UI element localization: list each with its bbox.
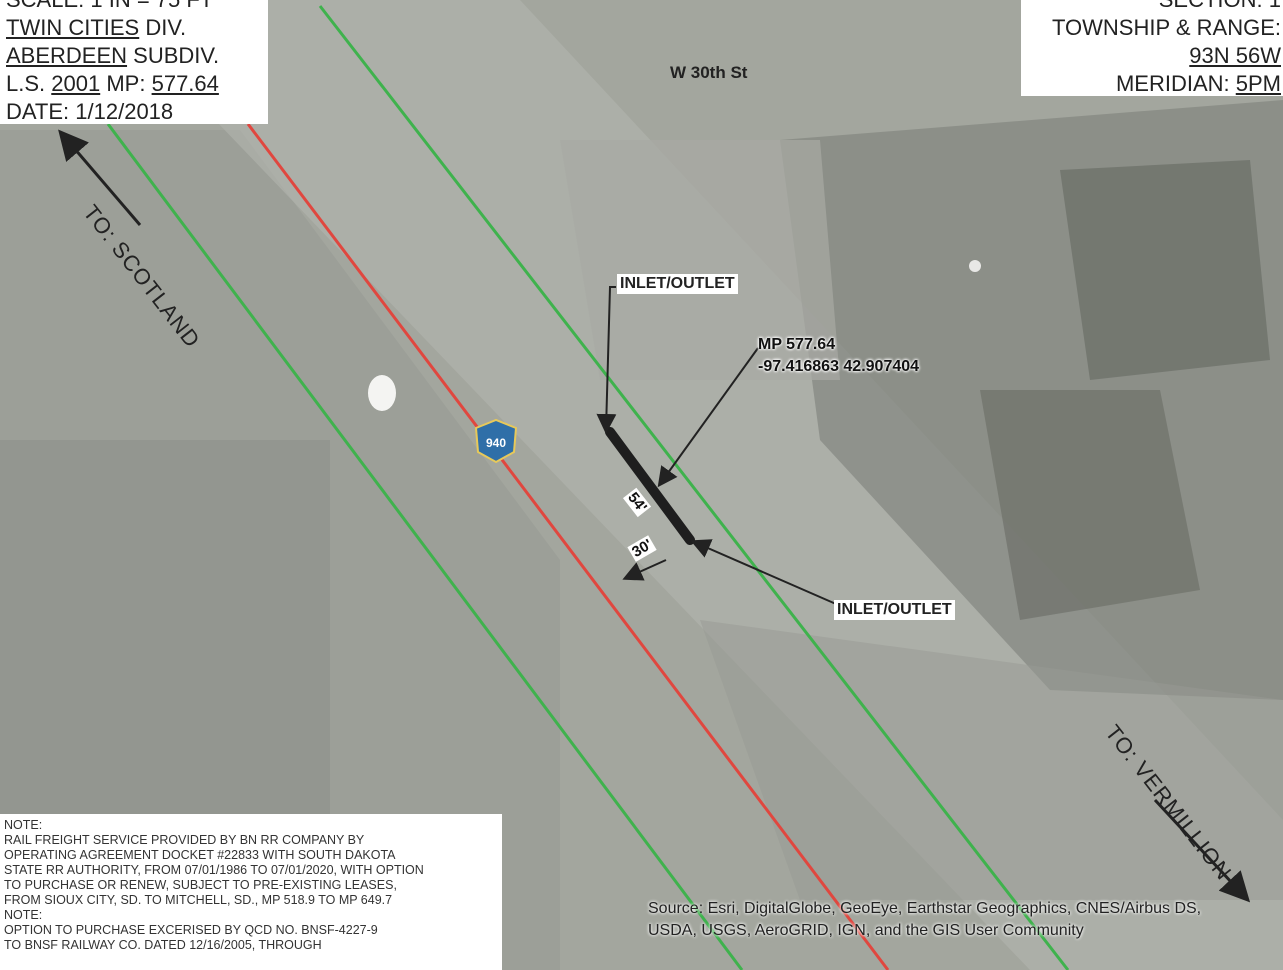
mp-label: MP: — [106, 71, 146, 96]
township-value: 93N 56W — [1189, 43, 1281, 68]
bright-spot — [368, 375, 396, 411]
arrow-inlet-top — [596, 286, 617, 434]
map-source-attribution: Source: Esri, DigitalGlobe, GeoEye, Eart… — [648, 900, 1202, 939]
note-line: OPTION TO PURCHASE EXCERISED BY QCD NO. … — [4, 923, 378, 937]
meridian-label: MERIDIAN: — [1115, 71, 1230, 96]
field-lower-left — [0, 440, 330, 820]
route-shield-outline — [474, 418, 518, 464]
subdivision-line: ABERDEEN SUBDIV. — [6, 42, 268, 70]
note-line: NOTE: — [4, 908, 43, 922]
note-line: FROM SIOUX CITY, SD. TO MITCHELL, SD., M… — [4, 893, 393, 907]
field-lower-right — [700, 620, 1283, 900]
note-line: TO BNSF RAILWAY CO. DATED 12/16/2005, TH… — [4, 938, 322, 952]
title-block-left: SCALE: 1 IN = 75 FT TWIN CITIES DIV. ABE… — [0, 0, 268, 124]
route-shield: 940 — [474, 418, 518, 464]
division-suffix: DIV. — [139, 15, 187, 40]
date-value: 1/12/2018 — [75, 99, 174, 124]
ls-value: 2001 — [51, 71, 101, 96]
division-line: TWIN CITIES DIV. — [6, 14, 268, 42]
row-line-left — [106, 123, 744, 970]
building-block — [980, 390, 1200, 620]
bright-spot-small — [969, 260, 981, 272]
mp-value: 577.64 — [151, 71, 219, 96]
scale-line: SCALE: 1 IN = 75 FT — [6, 0, 268, 14]
arrow-mp-marker — [657, 347, 759, 488]
culvert[interactable] — [605, 427, 695, 545]
arrow-to-vermillion — [1153, 798, 1251, 903]
note-line: TO PURCHASE OR RENEW, SUBJECT TO PRE-EXI… — [4, 878, 397, 892]
township-label: TOWNSHIP & RANGE: — [1051, 15, 1281, 40]
ls-label: L.S. — [6, 71, 46, 96]
township-value-line: 93N 56W — [1021, 42, 1281, 70]
subdivision-value: ABERDEEN — [6, 43, 128, 68]
track-centerline — [246, 123, 890, 970]
building-roof — [1060, 160, 1270, 380]
route-shield-number: 940 — [486, 436, 506, 450]
title-block-right: SECTION: 1 TOWNSHIP & RANGE: 93N 56W MER… — [1021, 0, 1283, 96]
section-line: SECTION: 1 — [1021, 0, 1281, 14]
date-label: DATE: — [6, 99, 70, 124]
street-label: W 30th St — [670, 63, 748, 82]
arrow-to-scotland — [58, 129, 142, 226]
note-line: RAIL FREIGHT SERVICE PROVIDED BY BN RR C… — [4, 833, 365, 847]
row-line-right — [318, 5, 1070, 970]
date-line: DATE: 1/12/2018 — [6, 98, 268, 126]
ls-mp-line: L.S. 2001 MP: 577.64 — [6, 70, 268, 98]
note-line: NOTE: — [4, 818, 43, 832]
meridian-line: MERIDIAN: 5PM — [1021, 70, 1281, 98]
division-value: TWIN CITIES — [6, 15, 140, 40]
note-line: OPERATING AGREEMENT DOCKET #22833 WITH S… — [4, 848, 396, 862]
inlet-outlet-top-label: INLET/OUTLET — [617, 274, 738, 294]
mp-marker-label: MP 577.64 — [758, 336, 836, 353]
mp-coordinates-callout: MP 577.64 -97.416863 42.907404 — [758, 334, 919, 378]
notes-panel: NOTE: RAIL FREIGHT SERVICE PROVIDED BY B… — [0, 814, 502, 970]
parking-area — [560, 140, 840, 380]
note-line: STATE RR AUTHORITY, FROM 07/01/1986 TO 0… — [4, 863, 424, 877]
arrow-inlet-bottom — [690, 539, 837, 605]
arrow-offset-dimension — [622, 559, 667, 581]
subdivision-suffix: SUBDIV. — [127, 43, 220, 68]
coordinates-label: -97.416863 42.907404 — [758, 358, 920, 375]
inlet-outlet-bottom-label: INLET/OUTLET — [834, 600, 955, 620]
meridian-value: 5PM — [1235, 71, 1281, 96]
